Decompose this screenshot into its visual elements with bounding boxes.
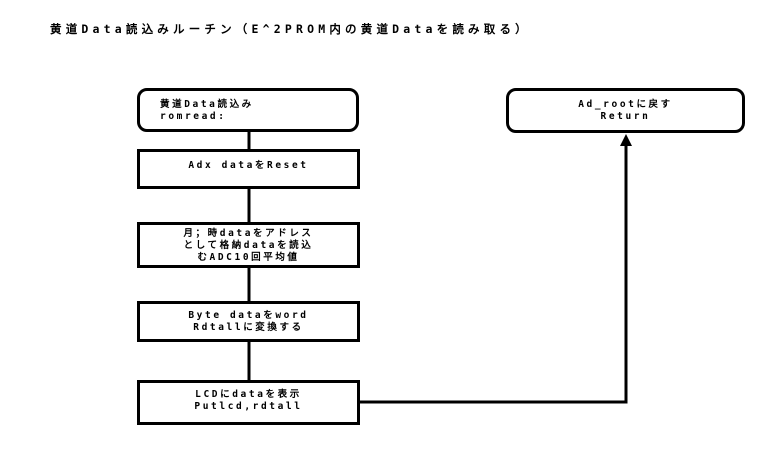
return-terminal-box: Ad_rootに戻す Return: [506, 88, 745, 133]
start-line-1: 黄道Data読込み: [160, 99, 254, 110]
reset-process-box: Adx dataをReset: [137, 149, 360, 189]
lcd-process-box: LCDにdataを表示 Putlcd,rdtall: [137, 380, 360, 425]
arrow-head-icon: [620, 134, 632, 146]
lcd-line-2: Putlcd,rdtall: [194, 401, 303, 412]
convert-process-box: Byte dataをword Rdtallに変換する: [137, 301, 360, 342]
lcd-line-1: LCDにdataを表示: [195, 389, 302, 400]
page-title: 黄道Data読込みルーチン（E^2PROM内の黄道Dataを読み取る）: [50, 22, 531, 36]
start-terminal-box: 黄道Data読込み romread:: [137, 88, 359, 132]
store-process-box: 月；時dataをアドレス として格納dataを読込 むADC10回平均値: [137, 222, 360, 268]
start-line-2: romread:: [160, 111, 227, 122]
store-line-2: として格納dataを読込: [183, 240, 314, 251]
convert-line-2: Rdtallに変換する: [193, 322, 304, 333]
store-line-1: 月；時dataをアドレス: [183, 228, 314, 239]
return-line-2: Return: [600, 111, 651, 122]
connector-lcd-end: [360, 143, 628, 404]
convert-line-1: Byte dataをword: [188, 310, 309, 321]
return-line-1: Ad_rootに戻す: [578, 99, 673, 110]
store-line-3: むADC10回平均値: [197, 252, 300, 263]
reset-line-1: Adx dataをReset: [188, 160, 309, 171]
